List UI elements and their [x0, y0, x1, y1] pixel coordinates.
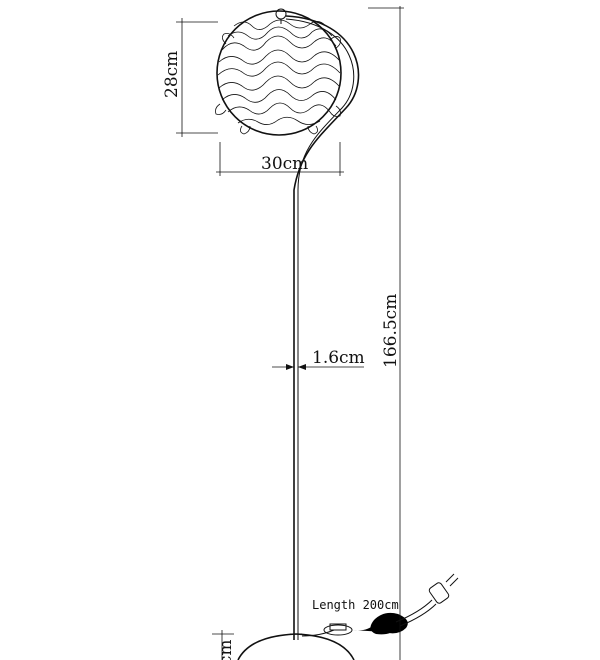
dimension-pole-diameter: 1.6cm	[272, 348, 365, 370]
dimension-base-height: 4cm	[212, 630, 236, 660]
plug	[428, 573, 459, 604]
pole-diameter-label: 1.6cm	[312, 348, 365, 368]
base-height-label: 4cm	[216, 640, 236, 660]
lamp-pole	[285, 15, 360, 640]
dimension-shade-width: 30cm	[216, 142, 344, 176]
dimension-shade-height: 28cm	[162, 18, 218, 137]
shade-height-label: 28cm	[162, 51, 182, 98]
total-height-label: 166.5cm	[381, 294, 401, 368]
dimension-total-height: 166.5cm	[368, 6, 404, 660]
shade-width-label: 30cm	[261, 154, 308, 174]
cable-length-note: Length 200cm	[312, 598, 399, 612]
lamp-base	[237, 633, 355, 660]
lamp-shade	[215, 8, 342, 136]
